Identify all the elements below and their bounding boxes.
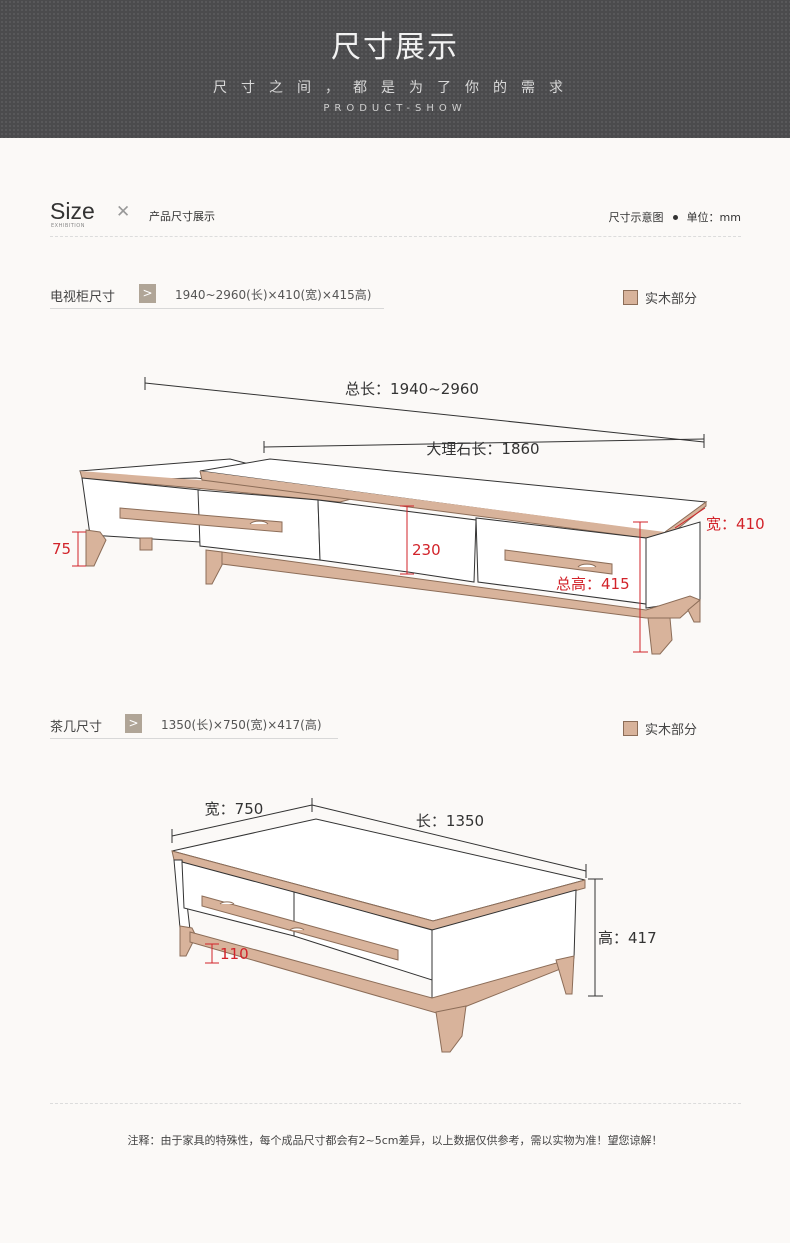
coffee-table-spec: 茶几尺寸 > 1350(长)×750(宽)×417(高) [50,714,338,739]
banner-english: PRODUCT-SHOW [323,103,467,114]
size-section-label: 产品尺寸展示 [149,210,215,223]
cross-icon: ✕ [116,202,131,222]
coffee-table-legend: 实木部分 [623,719,697,738]
size-small-caption: EXHIBITION [51,223,85,229]
length-label: 长：1350 [416,812,484,830]
footer-divider [50,1103,741,1104]
banner-title: 尺寸展示 [331,30,459,65]
size-header: Size EXHIBITION ✕ 产品尺寸展示 尺寸示意图 单位：mm [50,198,741,237]
legend-label: 实木部分 [645,292,698,307]
diagram-unit-info: 尺寸示意图 单位：mm [609,209,741,225]
width-label: 宽：750 [205,800,264,818]
footer-note: 注释：由于家具的特殊性，每个成品尺寸都会有2~5cm差异，以上数据仅供参考，需以… [127,1134,663,1147]
tv-cabinet-spec: 电视柜尺寸 > 1940~2960(长)×410(宽)×415高) [50,284,384,309]
bullet-dot-icon [672,214,678,220]
unit-label: 单位：mm [686,211,741,224]
chevron-right-icon: > [125,714,142,733]
marble-length-label: 大理石长：1860 [426,440,539,458]
total-height-label: 总高：415 [556,575,630,593]
legend-label: 实木部分 [645,723,698,738]
drawer-height-label: 110 [220,945,249,963]
height-label: 高：417 [598,929,657,947]
coffee-table-name: 茶几尺寸 [50,720,103,735]
tv-cabinet-name: 电视柜尺寸 [50,290,116,305]
diagram-label: 尺寸示意图 [608,211,664,224]
coffee-table-diagram: 宽：750 长：1350 高：417 110 [171,798,657,1053]
tv-cabinet-dimensions: 1940~2960(长)×410(宽)×415高) [175,288,372,302]
leg-height-label: 75 [52,540,71,558]
size-word: Size [50,198,95,224]
top-banner: 尺寸展示 尺寸之间，都是为了你的需求 PRODUCT-SHOW [0,0,790,138]
tv-cabinet-legend: 实木部分 [623,288,697,307]
tv-cabinet-diagram: 总长：1940~2960 大理石长：1860 [52,377,765,655]
wood-swatch [623,290,638,305]
coffee-table-dimensions: 1350(长)×750(宽)×417(高) [161,718,322,732]
gap-height-label: 230 [412,541,441,559]
wood-swatch [623,721,638,736]
chevron-right-icon: > [139,284,156,303]
width-label: 宽：410 [706,515,765,533]
banner-subtitle: 尺寸之间，都是为了你的需求 [213,80,577,96]
total-length-label: 总长：1940~2960 [345,380,479,398]
